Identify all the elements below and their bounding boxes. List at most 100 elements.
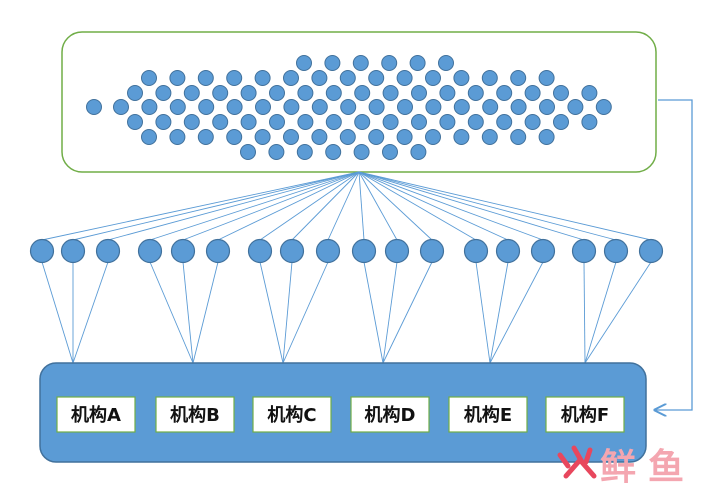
pool-dot [481, 129, 498, 145]
fan-line [358, 171, 585, 241]
group-line [382, 261, 398, 364]
group-line [489, 261, 509, 364]
fan-line [259, 171, 360, 241]
pool-dot [467, 85, 484, 101]
pool-dot [311, 129, 328, 145]
pool-dot [311, 99, 328, 115]
pool-dot [581, 85, 598, 101]
pool-dot [581, 114, 598, 130]
middle-node [384, 238, 410, 264]
pool-dot [297, 85, 314, 101]
pool-dot [368, 70, 385, 86]
group-line [489, 261, 544, 364]
watermark-flame-icon [557, 445, 597, 479]
group-line [583, 261, 586, 364]
middle-node [463, 238, 489, 264]
group-line [363, 261, 384, 364]
pool-dot [240, 85, 257, 101]
pool-dots [86, 55, 612, 160]
pool-dot [382, 144, 398, 160]
pool-dot [255, 99, 271, 115]
pool-dot [226, 99, 243, 115]
fan-line [358, 171, 544, 241]
pool-dot [283, 99, 300, 115]
middle-node [247, 238, 273, 264]
pool-dot [339, 129, 356, 145]
pool-dot [496, 114, 513, 130]
pool-dot [368, 129, 385, 145]
pool-dot [254, 70, 271, 86]
pool-dot [269, 85, 285, 101]
pool-dot [141, 129, 157, 145]
pool-dot [453, 70, 470, 86]
pool-dot [382, 85, 399, 101]
pool-dot [254, 129, 271, 145]
fan-line [217, 171, 360, 241]
group-line [382, 261, 433, 364]
fan-line [291, 171, 360, 241]
pool-dot [86, 99, 102, 115]
pool-dot [524, 114, 541, 130]
pool-dot [510, 99, 527, 115]
pool-dot [113, 99, 129, 115]
pool-dot [354, 114, 371, 130]
feedback-arrow [655, 99, 693, 410]
pool-dot [453, 99, 470, 115]
fan-line [358, 171, 617, 241]
pool-dot [296, 55, 312, 71]
pool-dot [381, 55, 398, 71]
pool-dot [397, 99, 413, 115]
pool-dot [368, 99, 385, 115]
pool-dot [297, 114, 314, 130]
pool-dot [425, 70, 441, 86]
group-line [282, 261, 293, 364]
middle-node [495, 238, 521, 264]
pool-dot [510, 70, 527, 86]
institution-b: 机构B [155, 396, 235, 433]
pool-dot [396, 129, 413, 145]
middle-node [205, 238, 231, 264]
institution-label: 机构C [267, 404, 316, 426]
middle-node [29, 238, 55, 264]
institutions-panel [39, 362, 647, 463]
pool-dot [155, 85, 172, 101]
middle-node [571, 238, 597, 264]
middle-node [170, 238, 196, 264]
middle-node [603, 238, 629, 264]
pool-dot [453, 129, 470, 145]
institution-box [252, 396, 332, 433]
pool-dot [141, 70, 157, 86]
pool-dot [482, 99, 499, 115]
pool-dot [240, 114, 257, 130]
pool-dot [553, 114, 569, 130]
pool-dot [538, 70, 555, 86]
pool-dot [425, 99, 442, 115]
pool-dot [127, 85, 143, 101]
institution-box [448, 396, 528, 433]
pool-dot [283, 70, 299, 86]
fan-line [41, 171, 360, 241]
pool-dot [169, 129, 186, 145]
group-line [475, 261, 491, 364]
fan-lines [41, 171, 652, 241]
pool-dot [183, 114, 200, 130]
pool-dot [411, 114, 427, 130]
institution-a: 机构A [56, 396, 136, 433]
pool-dot [226, 129, 243, 145]
pool-dot [311, 70, 328, 86]
pool-dot [226, 70, 243, 86]
pool-dot [438, 55, 454, 71]
fan-line [107, 171, 360, 241]
fan-line [182, 171, 360, 241]
fan-line [358, 171, 433, 241]
institution-box [545, 396, 625, 433]
fan-line [358, 171, 365, 241]
pool-dot [339, 70, 356, 86]
institution-label: 机构F [561, 404, 609, 426]
pool-dot [325, 85, 342, 101]
pool-dot [353, 144, 370, 160]
pool-dot [324, 55, 341, 71]
pool-dot [510, 129, 527, 145]
fan-line [149, 171, 360, 241]
